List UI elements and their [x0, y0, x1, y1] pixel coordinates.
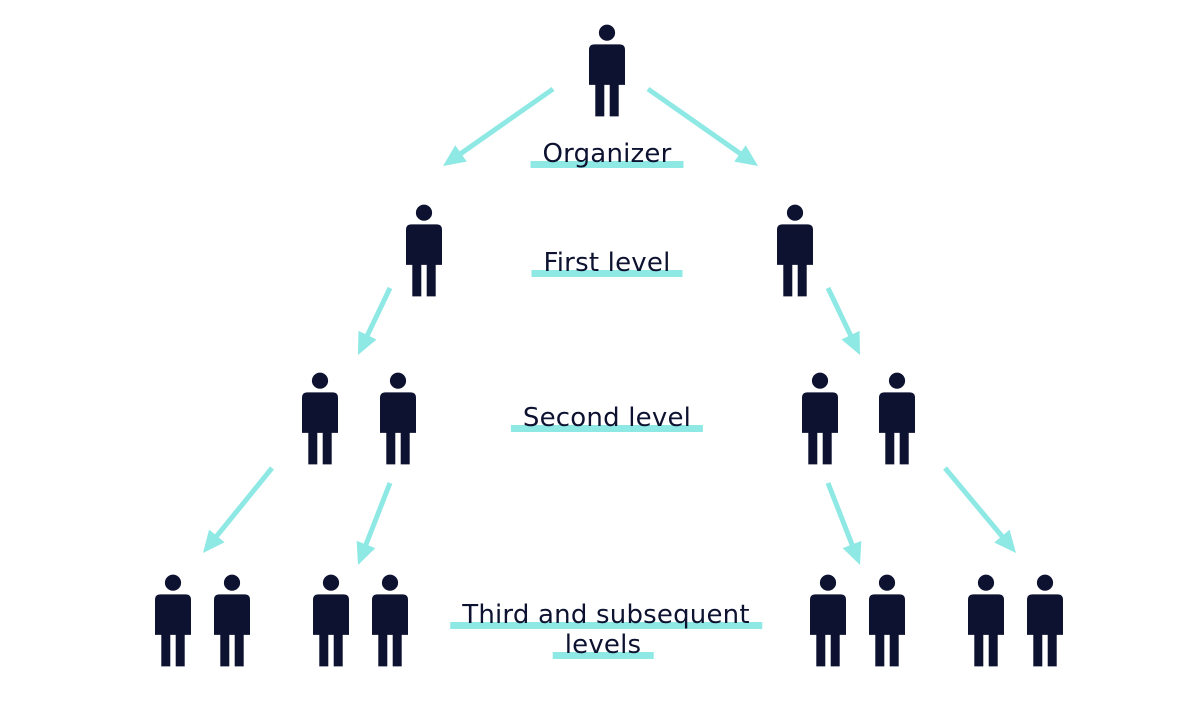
- person-icon: [810, 574, 846, 667]
- person-icon: [380, 372, 416, 465]
- person-icon: [869, 574, 905, 667]
- arrow: [203, 466, 274, 553]
- arrows-layer: [203, 86, 1016, 565]
- people-layer: [155, 24, 1063, 667]
- person-icon: [214, 574, 250, 667]
- second-level-label: Second level: [510, 403, 704, 433]
- person-icon: [313, 574, 349, 667]
- third-level-label-line1: Third and subsequent: [450, 600, 762, 630]
- label-highlight: [530, 161, 684, 168]
- person-icon: [968, 574, 1004, 667]
- person-icon: [879, 372, 915, 465]
- first-level-label: First level: [531, 248, 683, 278]
- person-icon: [589, 24, 625, 117]
- person-icon: [802, 372, 838, 465]
- third-level-label-line2: levels: [552, 630, 654, 660]
- person-icon: [406, 204, 442, 297]
- organizer-label: Organizer: [530, 139, 684, 169]
- person-icon: [302, 372, 338, 465]
- arrow: [358, 286, 393, 355]
- arrow: [825, 482, 862, 565]
- label-highlight: [510, 425, 704, 432]
- label-highlight: [552, 652, 654, 659]
- arrow: [356, 482, 393, 565]
- person-icon: [155, 574, 191, 667]
- label-highlight: [450, 622, 762, 629]
- arrow: [443, 86, 555, 166]
- arrow: [943, 466, 1016, 553]
- person-icon: [1027, 574, 1063, 667]
- label-highlight: [531, 270, 683, 277]
- arrow: [646, 86, 758, 166]
- person-icon: [777, 204, 813, 297]
- person-icon: [372, 574, 408, 667]
- arrow: [825, 286, 860, 355]
